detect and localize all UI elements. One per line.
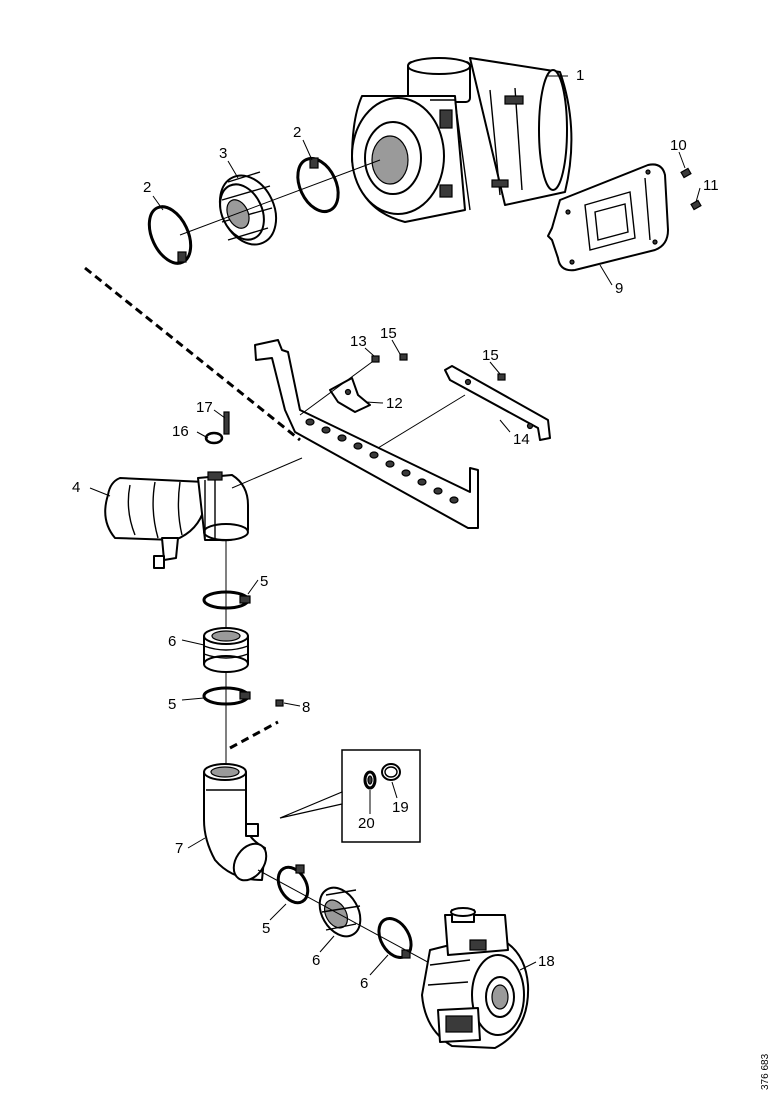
callout-6-middle: 6 [168,633,176,650]
callout-19: 19 [392,799,409,816]
pre-cleaner [104,471,249,569]
callout-11: 11 [703,177,719,194]
callout-6-lower-clamp: 6 [360,975,368,992]
mounting-plate [547,163,669,272]
callout-2-left: 2 [143,179,151,196]
callout-17: 17 [196,399,213,416]
hose-clamp-6-lower [377,917,413,959]
callout-8: 8 [302,699,310,716]
hose-clamp-upper-left [147,205,193,265]
support-bracket [254,339,479,529]
callout-labels: 1 2 2 3 4 5 5 5 6 6 6 7 8 9 10 11 12 13 … [72,67,719,992]
leader-lines [89,75,701,976]
centerline-upper [179,159,381,236]
callout-13: 13 [350,333,367,350]
callout-3: 3 [219,145,227,162]
nut-15-upper [399,353,408,361]
hose-clamp-5-lower [276,864,310,905]
turbocharger [421,907,530,1049]
hose-connector-6-lower [318,886,362,938]
strap-bracket [444,365,551,441]
centerline-bracket [377,394,466,449]
callout-6-lower-hose: 6 [312,952,320,969]
callout-2-middle: 2 [293,124,301,141]
callout-9: 9 [615,280,623,297]
hose-connector-6-middle [203,627,249,673]
callout-16: 16 [172,423,189,440]
assembly-centerline-top [84,266,301,442]
callout-1: 1 [576,67,584,84]
detail-inset [279,749,421,843]
fitting-20 [363,770,377,790]
cap-19 [381,763,401,781]
callout-15-upper: 15 [380,325,397,342]
callout-18: 18 [538,953,555,970]
callout-4: 4 [72,479,80,496]
callout-15-right: 15 [482,347,499,364]
callout-12: 12 [386,395,403,412]
callout-5-middle: 5 [168,696,176,713]
callout-14: 14 [513,431,530,448]
hose-clamp-5-upper [202,590,251,610]
callout-20: 20 [358,815,375,832]
figure-reference-number: 376 683 [760,1053,771,1090]
centerline-pre-cleaner [231,457,303,489]
air-cleaner-housing [351,57,573,223]
screw-17 [223,411,230,435]
bolt-13 [371,355,380,363]
elbow-pipe [203,763,268,882]
bolt-11 [690,199,702,211]
callout-5-lower: 5 [262,920,270,937]
bolt-10 [680,167,692,179]
callout-5-upper: 5 [260,573,268,590]
hose-clamp-5-middle [202,686,251,706]
centerline-bolt [299,361,373,416]
nut-15-right [497,373,506,381]
tab-bracket [329,377,371,413]
hose-clamp-upper-middle [296,157,340,213]
clip-16 [204,431,224,445]
bracket-holes [305,418,459,504]
bolt-8 [275,699,284,707]
assembly-centerline-bottom [229,720,279,750]
callout-10: 10 [670,137,687,154]
callout-7: 7 [175,840,183,857]
